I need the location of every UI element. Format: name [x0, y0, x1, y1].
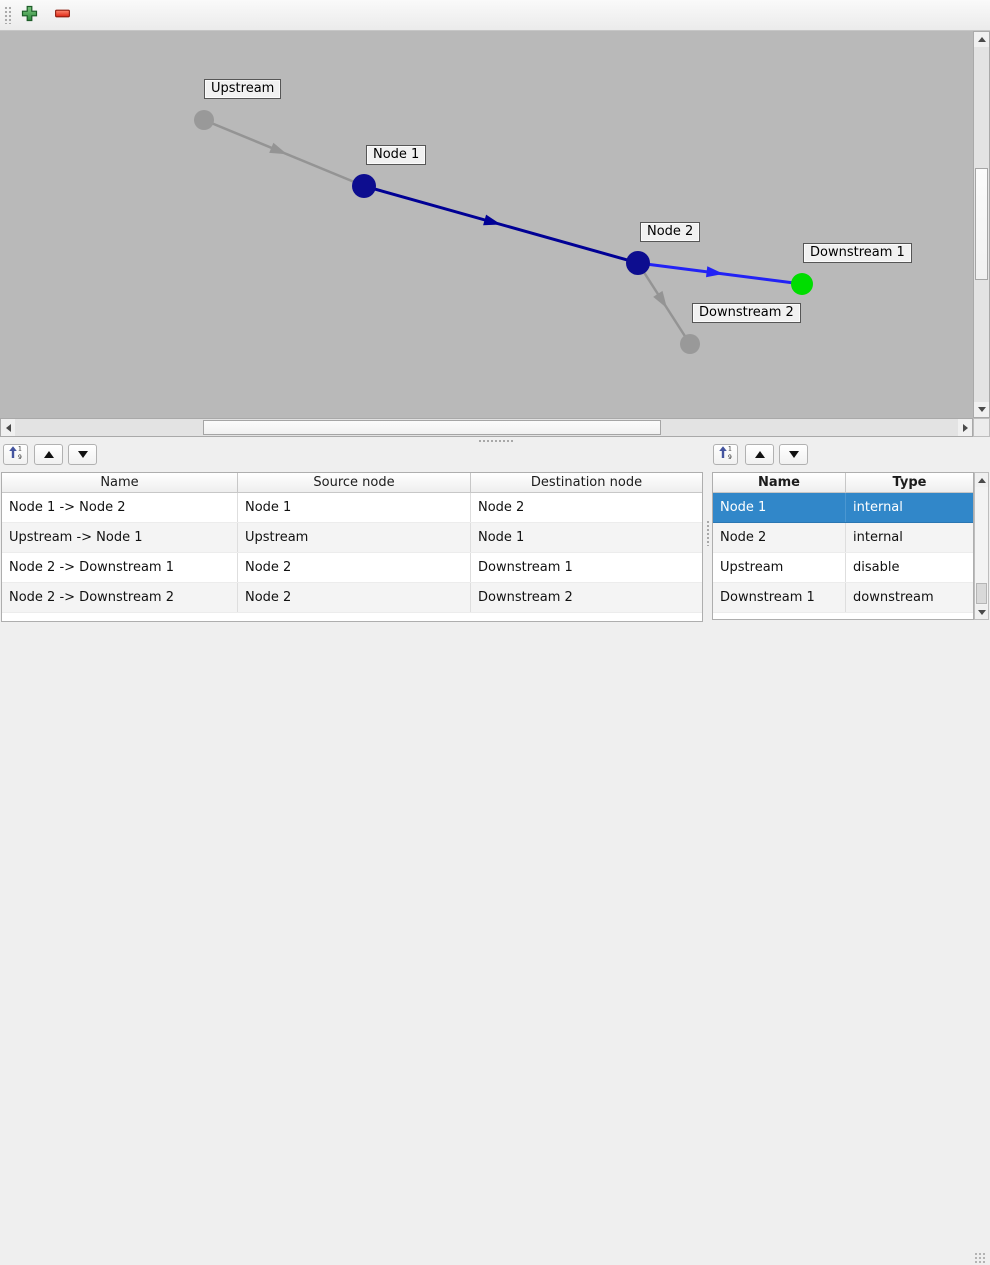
nodes-table-scroll-thumb[interactable] — [976, 583, 987, 604]
nodes-table-vscrollbar[interactable] — [974, 472, 989, 620]
up-arrow-icon — [754, 451, 765, 458]
window-resize-grip-icon[interactable] — [974, 1252, 987, 1265]
splitter-grip-icon — [706, 520, 710, 546]
scroll-right-arrow-icon[interactable] — [958, 419, 972, 436]
canvas-hscroll-thumb[interactable] — [203, 420, 661, 435]
canvas-hscrollbar[interactable] — [0, 418, 973, 437]
scroll-left-arrow-icon[interactable] — [1, 419, 15, 436]
cell: Upstream — [713, 553, 846, 582]
scrollbar-corner — [973, 418, 990, 437]
cell: Node 2 — [238, 583, 471, 612]
cell: Downstream 1 — [478, 560, 573, 575]
edge-arrow-icon — [269, 142, 288, 155]
graph-node[interactable] — [680, 334, 700, 354]
edge-arrow-icon — [653, 290, 667, 309]
table-row[interactable]: Upstream disable — [713, 553, 973, 583]
node-label[interactable]: Downstream 2 — [692, 303, 801, 323]
remove-node-button[interactable] — [50, 4, 74, 26]
cell: Downstream 1 — [713, 583, 846, 612]
cell: Node 1 — [713, 493, 846, 522]
scroll-down-arrow-icon[interactable] — [975, 605, 988, 619]
down-arrow-icon — [77, 451, 88, 458]
scroll-down-arrow-icon[interactable] — [974, 402, 989, 417]
svg-text:1: 1 — [728, 446, 732, 453]
canvas-vscroll-thumb[interactable] — [975, 168, 988, 280]
cell: Node 1 -> Node 2 — [2, 493, 238, 522]
edges-move-up-button[interactable] — [34, 444, 63, 465]
cell: Downstream 2 — [478, 590, 573, 605]
cell: Node 2 — [478, 500, 525, 515]
sort-ascending-icon: 1 9 — [718, 445, 733, 464]
cell: Node 2 -> Downstream 1 — [2, 553, 238, 582]
nodes-move-up-button[interactable] — [745, 444, 774, 465]
column-header[interactable]: Type — [846, 473, 973, 493]
nodes-sort-button[interactable]: 1 9 — [713, 444, 738, 465]
cell: Node 2 — [238, 553, 471, 582]
cell: Upstream — [238, 523, 471, 552]
add-node-button[interactable] — [17, 4, 41, 26]
svg-text:9: 9 — [18, 454, 22, 460]
node-label[interactable]: Downstream 1 — [803, 243, 912, 263]
status-bar — [0, 623, 990, 1265]
svg-text:9: 9 — [728, 454, 732, 460]
sort-ascending-icon: 1 9 — [8, 445, 23, 464]
canvas-vscrollbar[interactable] — [973, 31, 990, 418]
table-row[interactable]: Downstream 1 downstream — [713, 583, 973, 613]
column-header[interactable]: Name — [2, 473, 238, 493]
cell: disable — [853, 560, 900, 575]
edges-move-down-button[interactable] — [68, 444, 97, 465]
column-header[interactable]: Source node — [238, 473, 471, 493]
edge-arrow-icon — [483, 214, 501, 226]
cell: Upstream -> Node 1 — [2, 523, 238, 552]
edge-arrow-icon — [706, 266, 724, 278]
graph-node[interactable] — [626, 251, 650, 275]
cell: Node 2 — [713, 523, 846, 552]
graph-node[interactable] — [791, 273, 813, 295]
scroll-up-arrow-icon[interactable] — [975, 473, 988, 487]
table-row[interactable]: Node 1 internal — [713, 493, 973, 523]
svg-text:1: 1 — [18, 446, 22, 453]
cell: downstream — [853, 590, 934, 605]
column-header[interactable]: Name — [713, 473, 846, 493]
vertical-pane-splitter[interactable] — [704, 444, 712, 624]
graph-node[interactable] — [352, 174, 376, 198]
graph-svg — [194, 110, 813, 354]
column-header[interactable]: Destination node — [471, 473, 702, 493]
edges-sort-button[interactable]: 1 9 — [3, 444, 28, 465]
cell: internal — [853, 530, 903, 545]
scroll-up-arrow-icon[interactable] — [974, 32, 989, 47]
node-label[interactable]: Node 2 — [640, 222, 701, 242]
toolbar-grip-handle[interactable] — [4, 6, 11, 24]
graph-node[interactable] — [194, 110, 214, 130]
table-row[interactable]: Node 2 internal — [713, 523, 973, 553]
cell: internal — [853, 500, 903, 515]
red-minus-icon — [54, 5, 71, 26]
cell: Node 2 -> Downstream 2 — [2, 583, 238, 612]
nodes-move-down-button[interactable] — [779, 444, 808, 465]
up-arrow-icon — [43, 451, 54, 458]
splitter-grip-icon — [478, 439, 514, 443]
cell: Node 1 — [478, 530, 525, 545]
node-label[interactable]: Upstream — [204, 79, 282, 99]
horizontal-pane-splitter[interactable] — [0, 437, 990, 444]
green-plus-icon — [21, 5, 38, 26]
down-arrow-icon — [788, 451, 799, 458]
cell: Node 1 — [238, 493, 471, 522]
main-toolbar — [0, 0, 990, 31]
node-label[interactable]: Node 1 — [366, 145, 427, 165]
